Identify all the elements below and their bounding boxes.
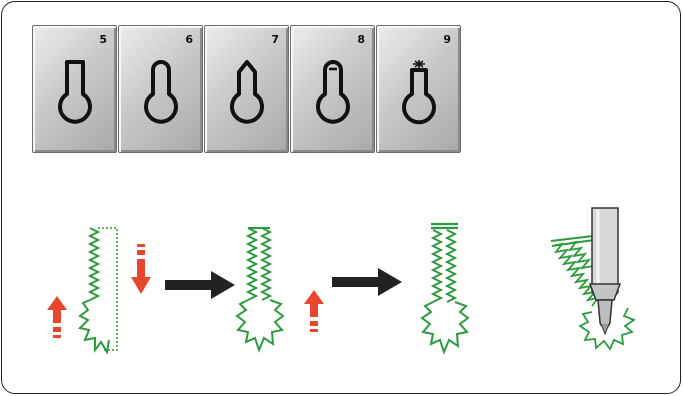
- zigzag-eyelet: [420, 301, 470, 355]
- next-step-arrow-2: [332, 268, 402, 296]
- needle-tip: [600, 323, 610, 336]
- pointed-top-keyhole-icon: [230, 60, 264, 124]
- square-top-keyhole-icon: [58, 60, 92, 124]
- buttonhole-step-1: [78, 227, 118, 355]
- pattern-number: 9: [443, 33, 451, 46]
- zigzag-left-bead: [245, 227, 259, 301]
- tapered-keyhole-icon: [402, 60, 436, 125]
- pattern-number: 8: [357, 33, 365, 46]
- zigzag-left-bead: [430, 229, 444, 303]
- pattern-button-9[interactable]: 9: [376, 25, 461, 153]
- buttonhole-step-3: [420, 222, 470, 355]
- diagonal-zigzag-left: [551, 242, 601, 307]
- bartack: [431, 222, 458, 230]
- pattern-button-5[interactable]: 5: [32, 25, 117, 153]
- zigzag-left-bead: [87, 227, 101, 301]
- sew-up-arrow-2: [304, 290, 324, 332]
- unsewn-outline: [98, 227, 118, 351]
- next-step-arrow-1: [165, 271, 235, 299]
- pattern-number: 7: [271, 33, 279, 46]
- needle-clamp: [588, 283, 622, 301]
- pattern-button-6[interactable]: 6: [118, 25, 203, 153]
- sew-down-arrow: [131, 244, 151, 294]
- bartack-top: [550, 235, 595, 247]
- pattern-number: 6: [185, 33, 193, 46]
- pattern-button-7[interactable]: 7: [204, 25, 289, 153]
- bartack-top-keyhole-icon: [316, 60, 350, 124]
- zigzag-right-bead: [259, 227, 273, 301]
- pattern-button-8[interactable]: 8: [290, 25, 375, 153]
- buttonhole-step-2: [235, 227, 285, 353]
- pattern-number: 5: [99, 33, 107, 46]
- zigzag-eyelet: [235, 299, 285, 353]
- zigzag-eyelet: [78, 299, 110, 355]
- zigzag-right-bead: [444, 229, 458, 303]
- zigzag-eyelet: [578, 307, 636, 351]
- round-top-keyhole-icon: [144, 60, 178, 124]
- diagonal-zigzag-right: [565, 240, 594, 270]
- presser-foot-stitching: [550, 207, 636, 351]
- keyhole-buttonhole-selector: 5 6 7 8 9: [32, 25, 461, 155]
- sew-up-arrow-1: [47, 296, 67, 338]
- needle-shank: [597, 299, 613, 328]
